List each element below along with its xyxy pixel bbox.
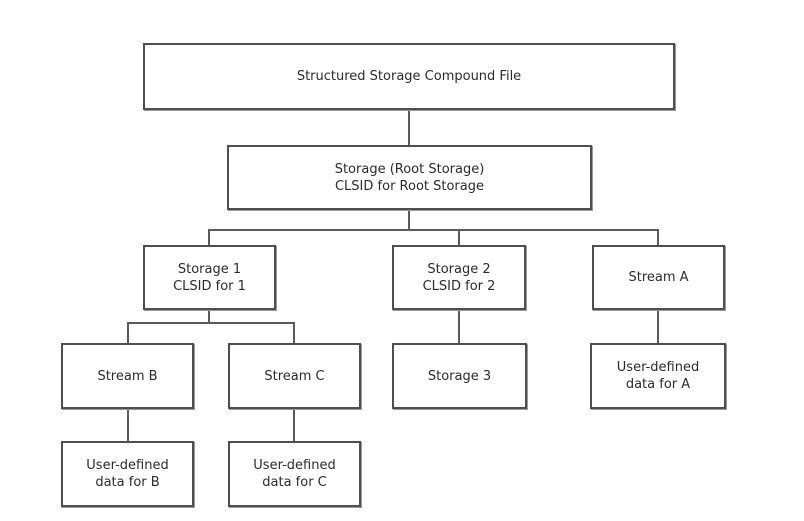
node-user-data-a: User-defined data for A — [590, 343, 726, 409]
node-user-data-c: User-defined data for C — [228, 441, 361, 507]
node-label-line: Stream C — [264, 368, 325, 384]
connector-storage1-stub-down — [208, 310, 210, 324]
node-storage-3: Storage 3 — [392, 343, 527, 409]
node-label-line: Stream A — [628, 270, 689, 285]
node-label-line: User-defined — [253, 458, 336, 473]
connector-root-stub-down — [408, 210, 410, 231]
node-label-line: Stream B — [97, 368, 158, 384]
connector-storage2-to-storage3 — [458, 310, 460, 343]
node-label-line: Storage 2 — [427, 261, 491, 277]
node-stream-c: Stream C — [228, 343, 361, 409]
connector-streamc-to-userdata — [293, 409, 295, 441]
connector-file-to-root — [408, 110, 410, 145]
node-stream-b: Stream B — [61, 343, 194, 409]
node-compound-file: Structured Storage Compound File — [143, 43, 675, 110]
node-label-line: Storage 3 — [427, 368, 492, 384]
node-user-data-b: User-defined data for B — [61, 441, 194, 507]
node-label-line: CLSID for Root Storage — [334, 178, 484, 194]
node-label-line: CLSID for 2 — [422, 278, 496, 294]
node-label-line: CLSID for 1 — [173, 278, 246, 294]
connector-drop-stream-c — [293, 322, 295, 343]
connector-level3-bus — [127, 322, 295, 324]
connector-drop-stream-a — [657, 229, 659, 245]
node-label-line: User-defined — [616, 360, 700, 375]
node-label-line: Storage (Root Storage) — [334, 161, 485, 177]
connector-streama-to-userdata — [657, 310, 659, 343]
node-label-line: data for B — [95, 475, 160, 490]
connector-drop-stream-b — [127, 322, 129, 343]
node-root-storage: Storage (Root Storage)CLSID for Root Sto… — [227, 145, 592, 210]
node-label-line: Storage 1 — [177, 261, 242, 277]
connector-level2-bus — [208, 229, 659, 231]
node-label-line: User-defined — [86, 458, 169, 473]
node-stream-a: Stream A — [592, 245, 725, 310]
connector-drop-storage-1 — [208, 229, 210, 245]
connector-streamb-to-userdata — [127, 409, 129, 441]
node-label-line: data for A — [625, 377, 691, 392]
connector-drop-storage-2 — [458, 229, 460, 245]
node-label-line: Structured Storage Compound File — [296, 69, 522, 84]
node-label-line: data for C — [262, 475, 327, 490]
